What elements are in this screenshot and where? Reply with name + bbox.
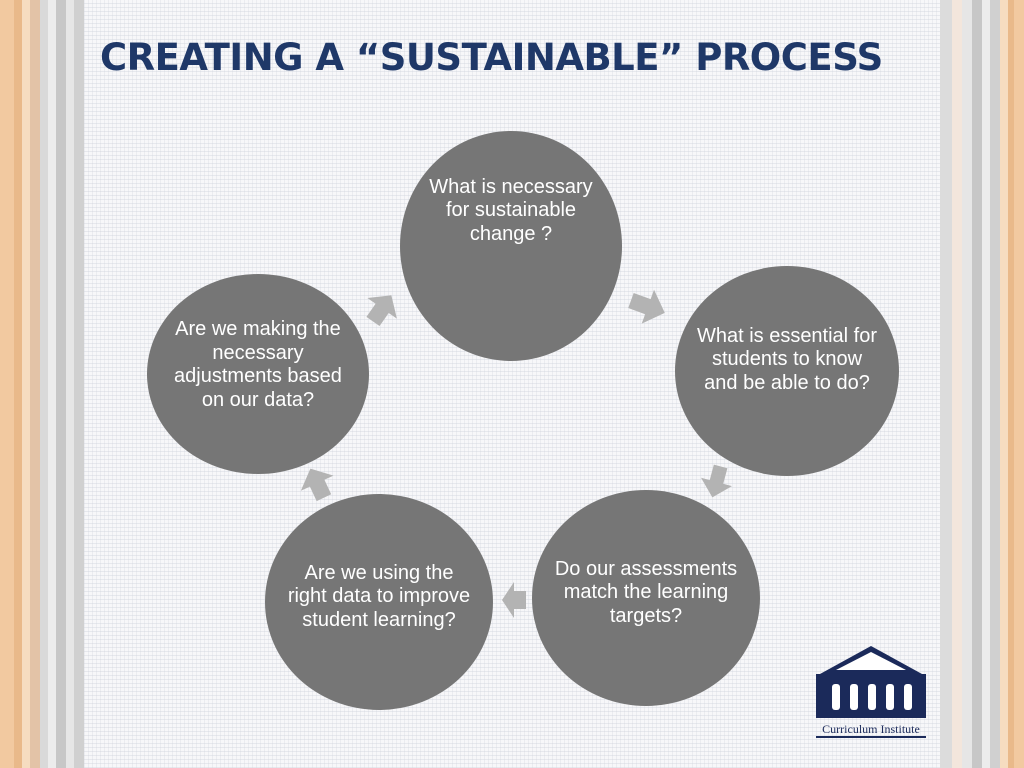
- decorative-left-border: [0, 0, 84, 768]
- cycle-step-3: Do our assessments match the learning ta…: [532, 490, 760, 706]
- cycle-step-2-text: What is essential for students to know a…: [696, 324, 878, 394]
- institute-logo-icon: [816, 646, 926, 738]
- arrow-icon-step1-to-step2: [628, 289, 665, 324]
- arrow-icon-step3-to-step4: [502, 582, 526, 618]
- arrow-icon-step4-to-step5: [300, 468, 334, 502]
- arrow-icon-step5-to-step1: [366, 295, 397, 327]
- cycle-step-4-text: Are we using the right data to improve s…: [287, 561, 471, 631]
- decorative-right-border: [940, 0, 1024, 768]
- cycle-step-1: What is necessary for sustainable change…: [400, 131, 622, 361]
- slide-title: CREATING A “SUSTAINABLE” PROCESS: [100, 36, 883, 79]
- cycle-step-5-text: Are we making the necessary adjustments …: [174, 318, 342, 411]
- arrow-icon-step2-to-step3: [701, 464, 732, 498]
- cycle-step-1-text: What is necessary for sustainable change…: [429, 175, 593, 245]
- logo-caption: Curriculum Institute: [822, 722, 920, 736]
- cycle-step-2: What is essential for students to know a…: [675, 266, 899, 476]
- cycle-step-4: Are we using the right data to improve s…: [265, 494, 493, 710]
- cycle-step-5: Are we making the necessary adjustments …: [147, 274, 369, 474]
- cycle-step-3-text: Do our assessments match the learning ta…: [554, 557, 738, 627]
